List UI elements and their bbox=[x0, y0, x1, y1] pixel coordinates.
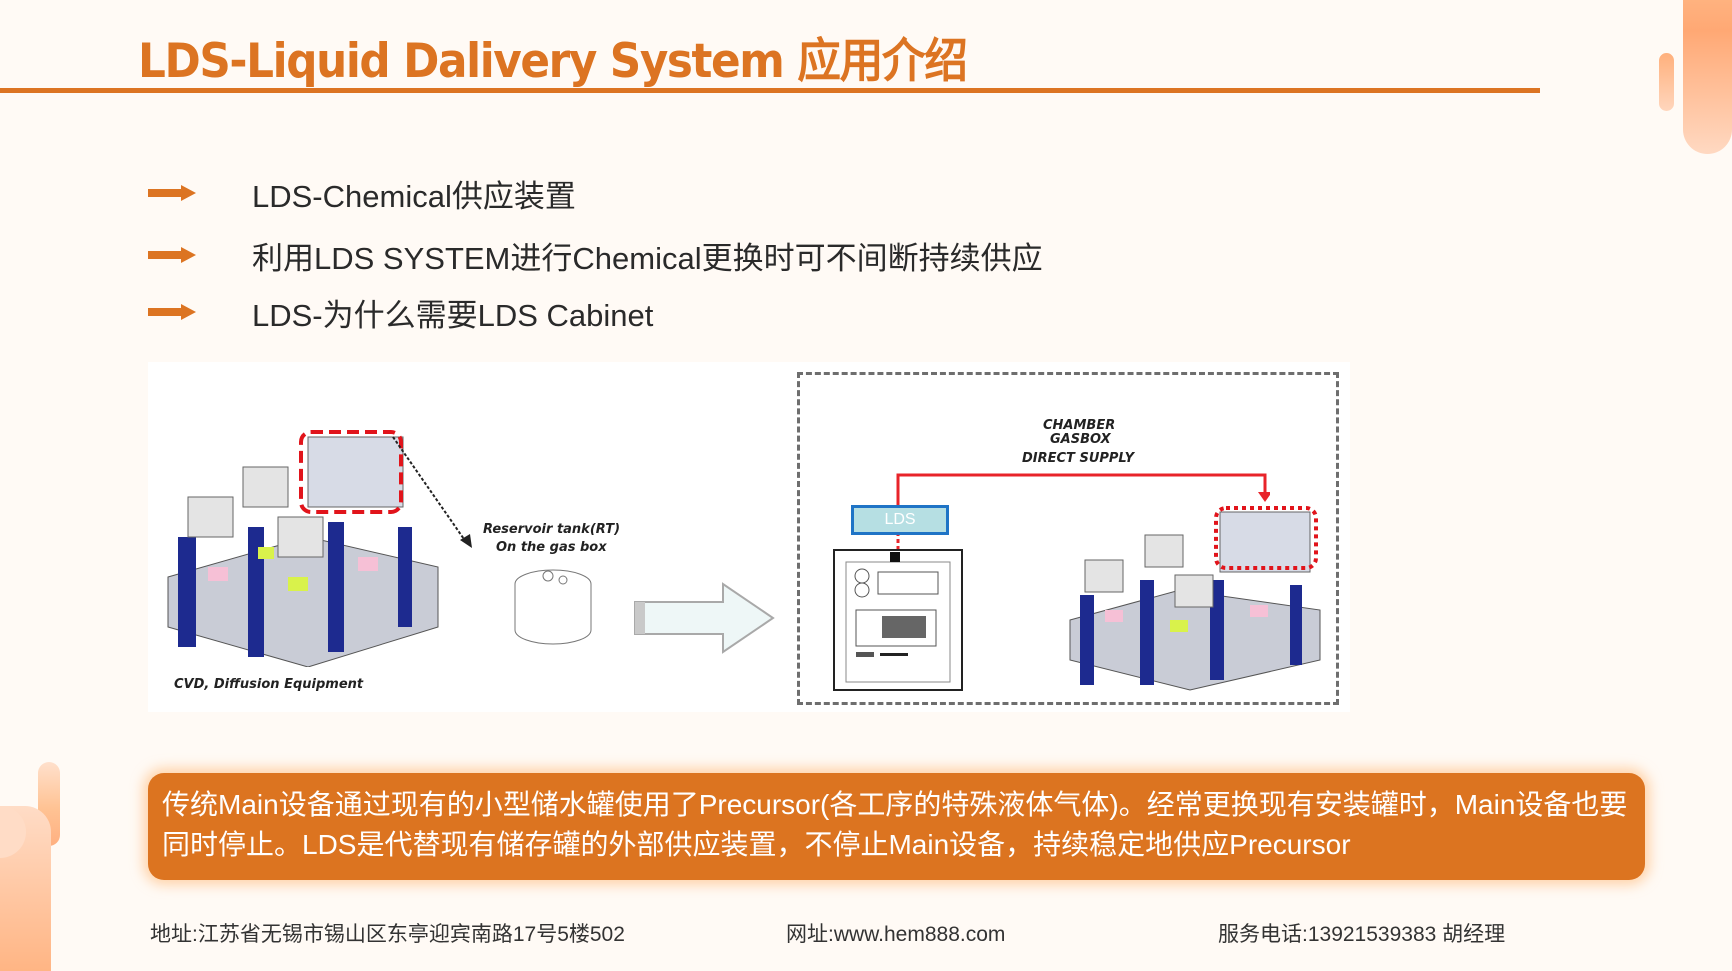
decorative-pill-top-right bbox=[1659, 53, 1674, 111]
title-underline bbox=[0, 88, 1540, 93]
slide-title: LDS-Liquid Dalivery System 应用介绍 bbox=[138, 34, 968, 89]
footer-phone: 服务电话:13921539383 胡经理 bbox=[1218, 923, 1506, 946]
summary-callout: 传统Main设备通过现有的小型储水罐使用了Precursor(各工序的特殊液体气… bbox=[148, 773, 1645, 880]
decorative-shape-top-right bbox=[1683, 0, 1732, 154]
reservoir-label-line1: Reservoir tank(RT) bbox=[483, 522, 621, 537]
bullet-text: LDS-为什么需要LDS Cabinet bbox=[252, 297, 654, 333]
direct-supply-line bbox=[896, 473, 1270, 550]
bullet-text: LDS-Chemical供应装置 bbox=[252, 178, 576, 214]
lds-box: LDS bbox=[851, 505, 949, 535]
arrow-right-icon bbox=[148, 304, 196, 320]
supply-label-line3: DIRECT SUPPLY bbox=[1022, 451, 1135, 466]
decorative-shape-bottom-left bbox=[0, 806, 51, 971]
equipment-body bbox=[167, 436, 439, 667]
equipment-caption: CVD, Diffusion Equipment bbox=[174, 677, 364, 692]
arrow-right-icon bbox=[148, 185, 196, 201]
cvd-equipment-with-lds-illustration bbox=[1069, 506, 1321, 691]
cvd-equipment-illustration bbox=[167, 430, 439, 667]
bullet-item: 利用LDS SYSTEM进行Chemical更换时可不间断持续供应 bbox=[148, 235, 1043, 276]
footer-address: 地址:江苏省无锡市锡山区东亭迎宾南路17号5楼502 bbox=[150, 923, 625, 946]
bullet-text: 利用LDS SYSTEM进行Chemical更换时可不间断持续供应 bbox=[252, 240, 1043, 276]
supply-label-line2: GASBOX bbox=[1050, 432, 1111, 447]
arrow-right-icon bbox=[148, 247, 196, 263]
lds-cabinet-illustration bbox=[833, 549, 963, 691]
bullet-item: LDS-为什么需要LDS Cabinet bbox=[148, 292, 653, 333]
transition-arrow bbox=[634, 582, 775, 654]
highlight-box bbox=[299, 430, 403, 514]
supply-label-line1: CHAMBER bbox=[1043, 418, 1116, 433]
callout-text: 传统Main设备通过现有的小型储水罐使用了Precursor(各工序的特殊液体气… bbox=[162, 789, 1628, 860]
lds-system-dashed-frame bbox=[797, 372, 1339, 705]
reservoir-tank-illustration bbox=[514, 569, 592, 645]
bullet-item: LDS-Chemical供应装置 bbox=[148, 173, 576, 214]
reservoir-label-line2: On the gas box bbox=[496, 540, 607, 555]
dotted-pointer-arrow bbox=[392, 436, 472, 548]
footer-website: 网址:www.hem888.com bbox=[786, 923, 1006, 946]
highlight-box bbox=[1214, 506, 1318, 570]
